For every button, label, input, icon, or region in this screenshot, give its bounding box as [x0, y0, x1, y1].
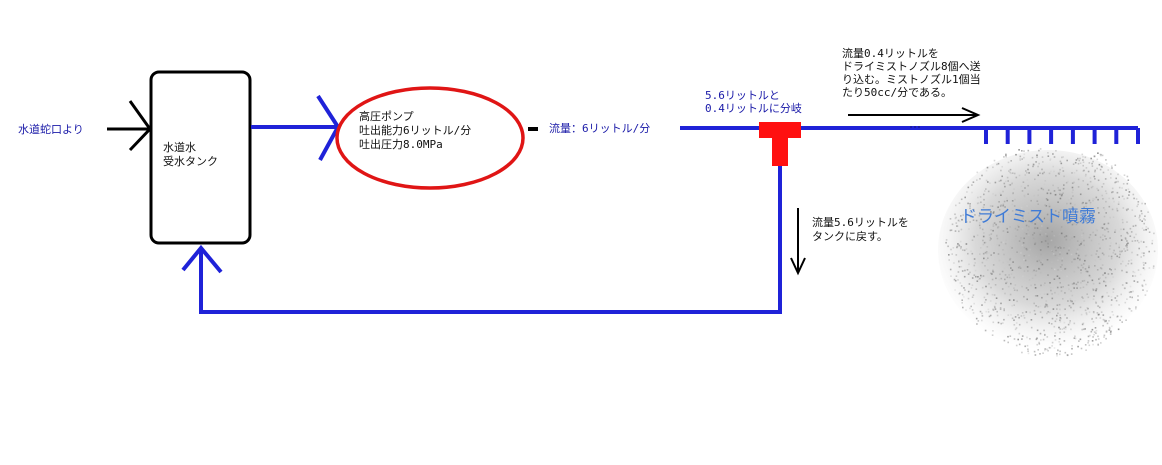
split-label-line-2: 0.4リットルに分岐 [705, 102, 802, 115]
pump-label-line-1: 高圧ポンプ [359, 109, 414, 123]
nozzle [1070, 128, 1075, 144]
pump-label-line-2: 吐出能力6リットル/分 [359, 123, 471, 137]
nozzle [1092, 128, 1097, 144]
split-label-line-1: 5.6リットルと [705, 89, 780, 102]
nozzle [1027, 128, 1032, 144]
return-note-line-2: タンクに戻す。 [812, 230, 888, 243]
water-tank [149, 70, 252, 245]
return-note-line-1: 流量5.6リットルを [812, 215, 909, 229]
nozzle [1005, 128, 1010, 144]
nozzle [984, 128, 988, 144]
main-flow-label: 流量：6リットル/分 [549, 121, 650, 135]
mist-speckles [945, 148, 1156, 357]
tank-label-line-1: 水道水 [163, 140, 196, 154]
return-pipe [181, 166, 782, 314]
mist-nozzles [984, 128, 1140, 144]
nozzle-note-line-1: 流量0.4リットルを [842, 46, 939, 60]
pipe-tank-to-pump [251, 94, 341, 161]
return-flow-arrow [790, 208, 806, 276]
high-pressure-pump [335, 86, 525, 190]
nozzle [1049, 128, 1054, 144]
source-label: 水道蛇口より [18, 122, 84, 136]
mist-title: ドライミスト噴霧 [960, 207, 1096, 227]
nozzle-note-line-3: り込む。ミストノズル1個当 [842, 72, 981, 86]
flow-arrow-right [848, 107, 981, 123]
nozzle [1114, 128, 1119, 144]
outlet-mark [528, 127, 538, 131]
nozzle-note-line-2: ドライミストノズル8個へ送 [842, 59, 981, 73]
inlet-arrow [107, 100, 152, 152]
tank-label-line-2: 受水タンク [163, 155, 218, 168]
pump-label-line-3: 吐出圧力8.0MPa [359, 137, 443, 151]
nozzle [1136, 128, 1140, 144]
mist-spray-cloud [938, 148, 1158, 357]
mist-haze [938, 150, 1158, 350]
nozzle-note-line-4: たり50cc/分である。 [842, 86, 952, 99]
tee-fitting [759, 122, 801, 166]
